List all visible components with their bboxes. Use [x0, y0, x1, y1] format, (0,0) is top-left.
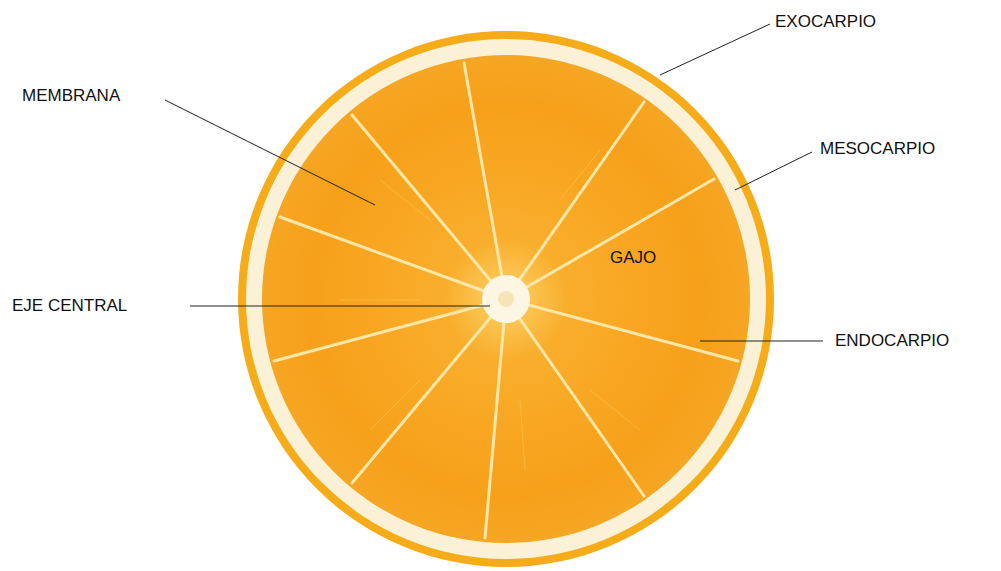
leader-line: [660, 24, 770, 75]
exocarp-peel: [238, 31, 774, 567]
segment-membranes: [274, 63, 738, 538]
part-label: EJE CENTRAL: [12, 296, 127, 316]
central-axis: [482, 275, 530, 323]
part-label: MESOCARPIO: [820, 139, 935, 159]
leader-line: [190, 306, 490, 307]
central-axis-core: [498, 291, 514, 307]
part-label: MEMBRANA: [22, 86, 120, 106]
leader-line: [735, 152, 812, 190]
endocarp-flesh: [262, 55, 750, 543]
mesocarp-ring: [246, 39, 766, 559]
juice-vesicles: [340, 150, 640, 470]
part-label: ENDOCARPIO: [835, 331, 949, 351]
leader-lines: [165, 24, 823, 341]
part-label: GAJO: [610, 248, 656, 268]
leader-line: [700, 341, 823, 342]
leader-line: [165, 100, 375, 205]
part-label: EXOCARPIO: [775, 12, 876, 32]
